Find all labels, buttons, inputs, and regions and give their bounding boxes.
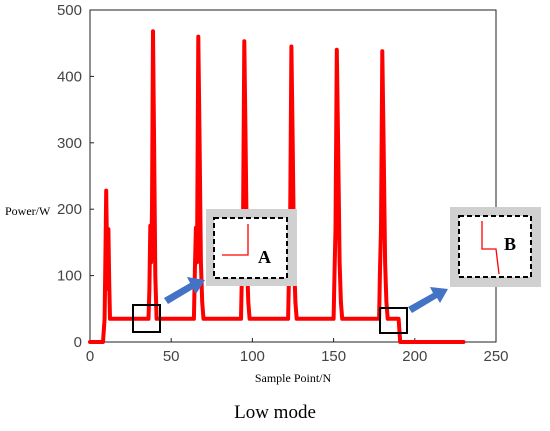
series-line <box>88 29 466 344</box>
arrow-a-icon <box>164 277 205 304</box>
x-axis-label: Sample Point/N <box>255 371 332 385</box>
y-tick-label: 100 <box>57 268 82 285</box>
y-tick-label: 300 <box>57 135 82 152</box>
zoom-box-b <box>379 307 408 334</box>
inset-a: A <box>206 209 297 286</box>
inset-a-label: A <box>258 247 271 267</box>
inset-b-label: B <box>504 234 516 254</box>
x-axis-ticks: 0 50 100 150 200 250 <box>86 338 509 365</box>
y-axis-label: Power/W <box>5 204 51 218</box>
chart-caption: Low mode <box>234 402 316 423</box>
x-tick-label: 200 <box>402 348 427 365</box>
y-axis-ticks: 0 100 200 300 400 500 <box>57 2 94 351</box>
plot-area <box>89 9 497 343</box>
x-tick-label: 150 <box>321 348 346 365</box>
y-tick-label: 400 <box>57 68 82 85</box>
arrow-b-icon <box>408 287 448 313</box>
y-tick-label: 200 <box>57 201 82 218</box>
x-tick-label: 50 <box>163 348 180 365</box>
x-tick-label: 0 <box>86 348 94 365</box>
inset-b: B <box>450 207 541 287</box>
y-tick-label: 0 <box>74 334 82 351</box>
x-tick-label: 250 <box>483 348 508 365</box>
y-tick-label: 500 <box>57 2 82 19</box>
zoom-box-a <box>132 304 161 333</box>
x-tick-label: 100 <box>240 348 265 365</box>
